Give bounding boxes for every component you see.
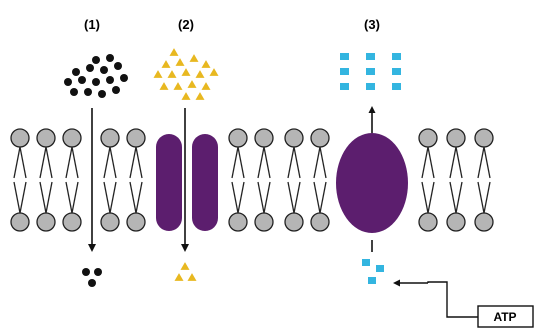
phospholipid-icon xyxy=(284,128,304,179)
molecule-dot xyxy=(88,279,96,287)
molecule-triangle xyxy=(180,262,190,270)
phospholipid-icon xyxy=(36,181,56,232)
molecule-dot xyxy=(114,62,122,70)
molecule-square xyxy=(340,83,349,90)
channel-protein xyxy=(156,134,218,231)
molecule-triangle xyxy=(201,82,211,90)
phospholipid-icon xyxy=(310,181,330,232)
phospholipid-icon xyxy=(100,181,120,232)
molecule-dot xyxy=(106,54,114,62)
label-passive-diffusion: (1) xyxy=(84,17,100,32)
phospholipid-icon xyxy=(446,128,466,179)
phospholipid-icon xyxy=(10,128,30,179)
phospholipid-icon xyxy=(10,181,30,232)
molecule-triangle xyxy=(175,58,185,66)
atp-connector-arrow-icon xyxy=(427,281,478,318)
phospholipid-icon xyxy=(284,181,304,232)
molecule-triangle xyxy=(153,70,163,78)
molecule-triangle xyxy=(181,68,191,76)
molecules-set-3-inside xyxy=(362,259,384,284)
molecule-dot xyxy=(72,68,80,76)
molecule-dot xyxy=(98,90,106,98)
phospholipid-icon xyxy=(254,181,274,232)
molecule-square xyxy=(392,83,401,90)
molecule-triangle xyxy=(209,68,219,76)
lipid-bilayer xyxy=(10,128,494,232)
atp-box xyxy=(477,305,534,328)
molecules-set-1-outside xyxy=(64,54,128,98)
molecule-triangle xyxy=(187,80,197,88)
phospholipid-icon xyxy=(474,128,494,179)
molecule-square xyxy=(366,68,375,75)
molecule-triangle xyxy=(161,60,171,68)
phospholipid-icon xyxy=(36,128,56,179)
phospholipid-icon xyxy=(254,128,274,179)
molecule-triangle xyxy=(181,92,191,100)
phospholipid-icon xyxy=(310,128,330,179)
molecules-set-1-inside xyxy=(82,268,102,287)
molecule-triangle xyxy=(174,273,184,281)
molecule-square xyxy=(392,53,401,60)
molecule-dot xyxy=(70,88,78,96)
molecule-dot xyxy=(94,268,102,276)
molecule-dot xyxy=(120,74,128,82)
molecule-dot xyxy=(112,86,120,94)
phospholipid-icon xyxy=(418,128,438,179)
atp-label: ATP xyxy=(493,310,516,324)
molecule-dot xyxy=(92,56,100,64)
channel-protein-left-subunit xyxy=(156,134,182,231)
molecule-dot xyxy=(84,88,92,96)
phospholipid-icon xyxy=(62,181,82,232)
phospholipid-icon xyxy=(418,181,438,232)
molecule-dot xyxy=(82,268,90,276)
molecule-triangle xyxy=(173,82,183,90)
label-channel-transport: (2) xyxy=(178,17,194,32)
molecule-square xyxy=(392,68,401,75)
channel-protein-right-subunit xyxy=(192,134,218,231)
phospholipid-icon xyxy=(228,181,248,232)
phospholipid-icon xyxy=(126,181,146,232)
molecule-dot xyxy=(92,78,100,86)
molecules-set-2-outside xyxy=(153,48,219,100)
molecule-dot xyxy=(100,66,108,74)
phospholipid-icon xyxy=(228,128,248,179)
molecule-square xyxy=(340,53,349,60)
molecule-triangle xyxy=(159,82,169,90)
label-active-transport: (3) xyxy=(364,17,380,32)
molecule-dot xyxy=(106,76,114,84)
molecule-square xyxy=(362,259,370,266)
molecule-triangle xyxy=(169,48,179,56)
carrier-pump-protein xyxy=(336,133,408,233)
molecule-triangle xyxy=(189,54,199,62)
phospholipid-icon xyxy=(62,128,82,179)
molecule-triangle xyxy=(187,273,197,281)
molecule-dot xyxy=(78,76,86,84)
phospholipid-icon xyxy=(100,128,120,179)
molecule-triangle xyxy=(195,92,205,100)
molecule-triangle xyxy=(195,70,205,78)
molecule-square xyxy=(366,53,375,60)
molecule-dot xyxy=(64,78,72,86)
molecule-triangle xyxy=(201,60,211,68)
molecule-dot xyxy=(86,64,94,72)
phospholipid-icon xyxy=(446,181,466,232)
molecule-square xyxy=(366,83,375,90)
molecule-square xyxy=(340,68,349,75)
molecules-set-3-outside xyxy=(340,53,401,90)
phospholipid-icon xyxy=(126,128,146,179)
molecule-square xyxy=(376,265,384,272)
molecules-set-2-inside xyxy=(174,262,197,281)
phospholipid-icon xyxy=(474,181,494,232)
molecule-triangle xyxy=(167,70,177,78)
molecule-square xyxy=(368,277,376,284)
